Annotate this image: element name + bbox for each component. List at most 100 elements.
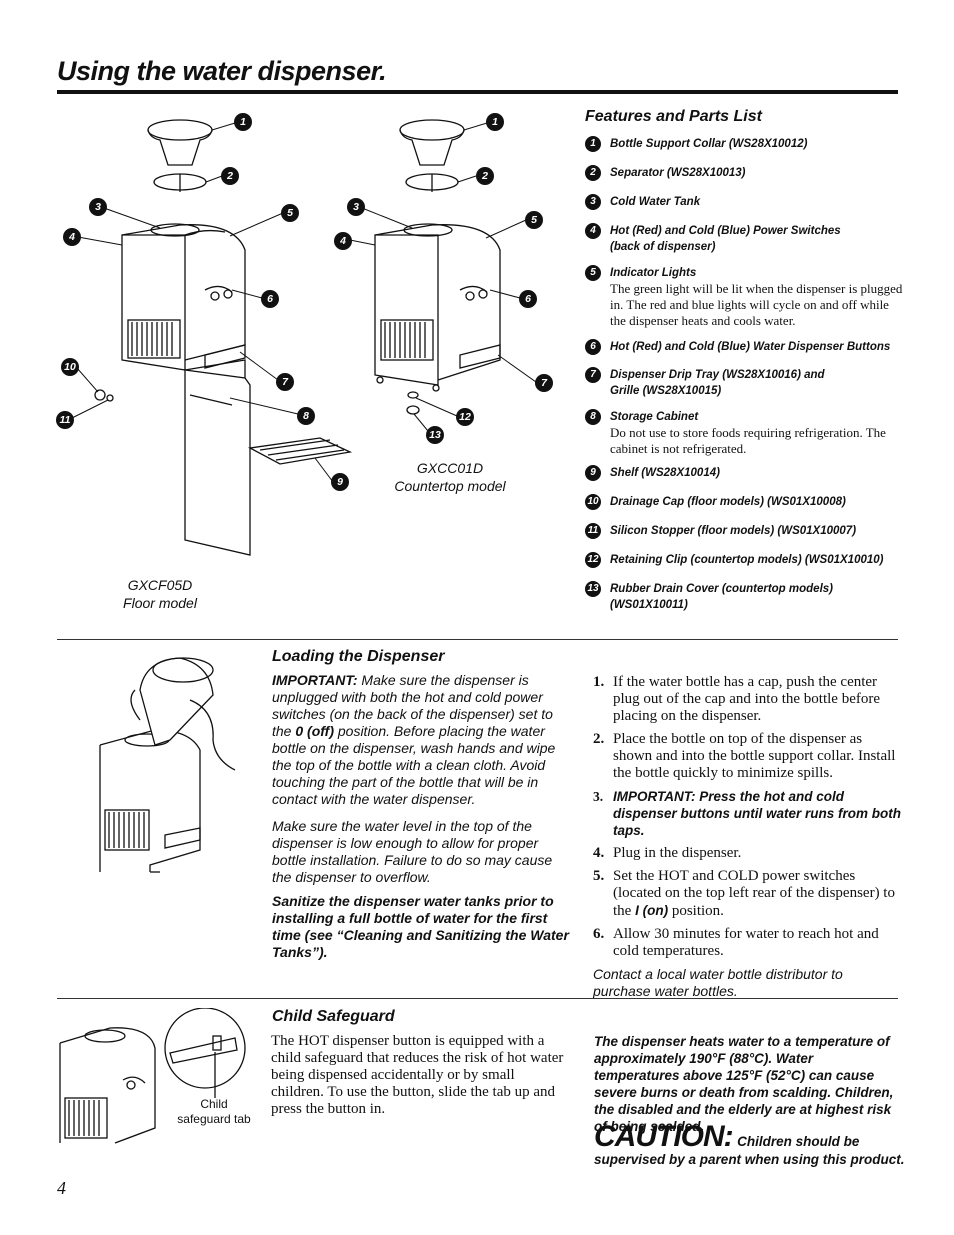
parts-list-item: 4 Hot (Red) and Cold (Blue) Power Switche… bbox=[585, 223, 905, 255]
important-text-b: position. Before placing the water bottl… bbox=[272, 723, 556, 807]
section-rule bbox=[57, 639, 898, 640]
parts-list-item: 13 Rubber Drain Cover (countertop models)… bbox=[585, 581, 905, 613]
callout-10: 10 bbox=[61, 358, 79, 376]
part-number-badge: 8 bbox=[585, 409, 601, 425]
callout-3: 3 bbox=[89, 198, 107, 216]
part-number-badge: 13 bbox=[585, 581, 601, 597]
contact-note: Contact a local water bottle distributor… bbox=[593, 966, 843, 999]
step-6: 6.Allow 30 minutes for water to reach ho… bbox=[593, 926, 879, 959]
part-number-badge: 6 bbox=[585, 339, 601, 355]
parts-list-item: 11 Silicon Stopper (floor models) (WS01X1… bbox=[585, 523, 905, 539]
step-2: 2.Place the bottle on top of the dispens… bbox=[593, 731, 896, 781]
part-number-badge: 5 bbox=[585, 265, 601, 281]
callout-6: 6 bbox=[261, 290, 279, 308]
parts-list: Features and Parts List 1 Bottle Support … bbox=[585, 108, 905, 613]
safeguard-illustration bbox=[59, 1008, 246, 1144]
important-off: 0 (off) bbox=[295, 723, 334, 739]
part-number-badge: 3 bbox=[585, 194, 601, 210]
step-5: 5.Set the HOT and COLD power switches (l… bbox=[593, 868, 895, 919]
safeguard-text: The HOT dispenser button is equipped wit… bbox=[271, 1033, 564, 1117]
floor-model-code: GXCF05D bbox=[127, 577, 193, 593]
loading-illustration bbox=[99, 657, 236, 873]
floor-model-illustration bbox=[71, 119, 537, 556]
water-level-note: Make sure the water level in the top of … bbox=[272, 818, 553, 885]
part-number-badge: 12 bbox=[585, 552, 601, 568]
part-label-continued: (WS01X10011) bbox=[610, 599, 688, 611]
step-4: 4.Plug in the dispenser. bbox=[593, 845, 742, 861]
parts-list-item: 9 Shelf (WS28X10014) bbox=[585, 465, 905, 481]
floor-model-name: Floor model bbox=[123, 595, 197, 611]
floor-model-caption: GXCF05D Floor model bbox=[100, 576, 220, 612]
part-label: Shelf (WS28X10014) bbox=[610, 467, 720, 479]
callout-5: 5 bbox=[525, 211, 543, 229]
parts-list-item: 1 Bottle Support Collar (WS28X10012) bbox=[585, 136, 905, 152]
callout-7: 7 bbox=[276, 373, 294, 391]
important-text-a: Make sure the dispenser is unplugged wit… bbox=[272, 672, 553, 739]
part-number-badge: 9 bbox=[585, 465, 601, 481]
caution-block: CAUTION: Children should be supervised b… bbox=[594, 1120, 914, 1167]
step-3: 3.IMPORTANT: Press the hot and cold disp… bbox=[593, 789, 902, 838]
callout-6: 6 bbox=[519, 290, 537, 308]
callout-4: 4 bbox=[334, 232, 352, 250]
part-description: Do not use to store foods requiring refr… bbox=[610, 425, 886, 456]
parts-list-item: 3 Cold Water Tank bbox=[585, 194, 905, 210]
callout-4: 4 bbox=[63, 228, 81, 246]
callout-5: 5 bbox=[281, 204, 299, 222]
page-title: Using the water dispenser. bbox=[57, 56, 387, 86]
callout-2: 2 bbox=[476, 167, 494, 185]
part-label: Indicator Lights bbox=[610, 267, 697, 279]
part-number-badge: 10 bbox=[585, 494, 601, 510]
title-rule bbox=[57, 90, 898, 94]
scald-warning: The dispenser heats water to a temperatu… bbox=[594, 1034, 894, 1134]
part-label: Drainage Cap (floor models) (WS01X10008) bbox=[610, 496, 846, 508]
callout-7: 7 bbox=[535, 374, 553, 392]
part-label: Cold Water Tank bbox=[610, 196, 701, 208]
part-label-continued: Grille (WS28X10015) bbox=[610, 385, 722, 397]
part-label: Bottle Support Collar (WS28X10012) bbox=[610, 138, 808, 150]
callout-13: 13 bbox=[426, 426, 444, 444]
parts-list-item: 8 Storage Cabinet Do not use to store food… bbox=[585, 409, 905, 457]
part-label: Silicon Stopper (floor models) (WS01X100… bbox=[610, 525, 857, 537]
part-label: Hot (Red) and Cold (Blue) Water Dispense… bbox=[610, 341, 891, 353]
parts-list-item: 10 Drainage Cap (floor models) (WS01X1000… bbox=[585, 494, 905, 510]
part-label: Rubber Drain Cover (countertop models) bbox=[610, 583, 833, 595]
part-number-badge: 2 bbox=[585, 165, 601, 181]
caution-word: CAUTION: bbox=[594, 1120, 734, 1153]
loading-steps: 1.If the water bottle has a cap, push th… bbox=[593, 674, 903, 1000]
part-description: The green light will be lit when the dis… bbox=[610, 281, 903, 328]
sanitize-note: Sanitize the dispenser water tanks prior… bbox=[272, 893, 569, 960]
callout-1: 1 bbox=[234, 113, 252, 131]
parts-list-item: 6 Hot (Red) and Cold (Blue) Water Dispens… bbox=[585, 339, 905, 355]
part-number-badge: 4 bbox=[585, 223, 601, 239]
callout-8: 8 bbox=[297, 407, 315, 425]
part-label: Storage Cabinet bbox=[610, 411, 699, 423]
important-lead: IMPORTANT: bbox=[272, 672, 358, 688]
parts-heading: Features and Parts List bbox=[585, 108, 762, 125]
caution-text-a: Children should be bbox=[737, 1134, 860, 1149]
countertop-model-name: Countertop model bbox=[394, 478, 506, 494]
countertop-model-caption: GXCC01D Countertop model bbox=[380, 459, 520, 495]
callout-1: 1 bbox=[486, 113, 504, 131]
safeguard-tab-label: Child safeguard tab bbox=[177, 1097, 251, 1126]
part-number-badge: 1 bbox=[585, 136, 601, 152]
part-number-badge: 11 bbox=[585, 523, 601, 539]
parts-list-item: 2 Separator (WS28X10013) bbox=[585, 165, 905, 181]
step-1: 1.If the water bottle has a cap, push th… bbox=[593, 674, 881, 724]
part-label: Hot (Red) and Cold (Blue) Power Switches bbox=[610, 225, 841, 237]
part-number-badge: 7 bbox=[585, 367, 601, 383]
part-label: Dispenser Drip Tray (WS28X10016) and bbox=[610, 369, 825, 381]
part-label: Separator (WS28X10013) bbox=[610, 167, 746, 179]
callout-9: 9 bbox=[331, 473, 349, 491]
callout-11: 11 bbox=[56, 411, 74, 429]
loading-heading: Loading the Dispenser bbox=[272, 648, 445, 665]
safeguard-heading: Child Safeguard bbox=[272, 1008, 395, 1025]
loading-important: IMPORTANT: Make sure the dispenser is un… bbox=[272, 672, 570, 808]
part-label-continued: (back of dispenser) bbox=[610, 241, 716, 253]
caution-text-b: supervised by a parent when using this p… bbox=[594, 1152, 905, 1167]
callout-12: 12 bbox=[456, 408, 474, 426]
section-rule bbox=[57, 998, 898, 999]
countertop-model-code: GXCC01D bbox=[416, 460, 484, 476]
